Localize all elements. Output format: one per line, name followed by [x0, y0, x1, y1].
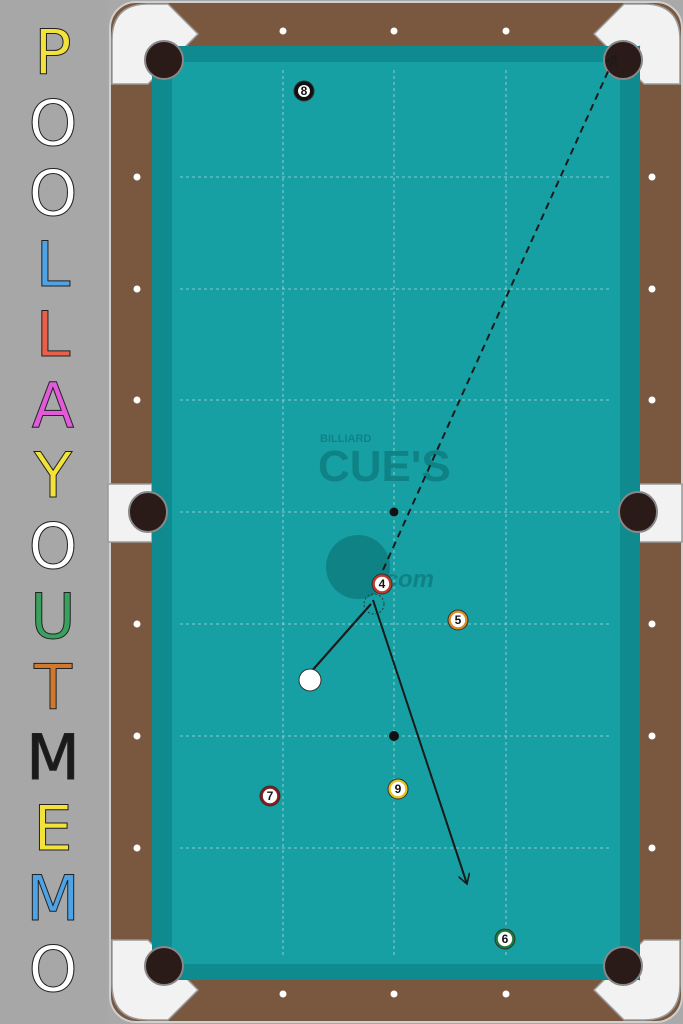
title-letter: O — [28, 932, 78, 1006]
cue-ball — [298, 668, 322, 692]
title-letter: O — [28, 86, 78, 160]
watermark-logo: BILLIARD CUE'S .com — [318, 433, 451, 599]
title-strip — [0, 0, 108, 1024]
title-letter: P — [34, 16, 72, 89]
title-letter: L — [35, 227, 71, 301]
object-ball-path — [382, 56, 615, 571]
title-letter: T — [34, 650, 73, 724]
ball-number: 6 — [502, 932, 509, 946]
title-letter: E — [33, 791, 73, 865]
pocket-middle-right — [618, 491, 658, 533]
pocket-bottom-right — [603, 946, 643, 986]
ball-7: 7 — [259, 785, 281, 807]
pockets — [128, 40, 658, 986]
title-letter: U — [30, 580, 76, 653]
title-letter: M — [26, 721, 81, 794]
pocket-top-left — [144, 40, 184, 80]
ball-number: 7 — [267, 789, 274, 803]
foot-spot — [389, 731, 399, 741]
ball-number: 8 — [301, 84, 308, 98]
pool-table: BILLIARD CUE'S .com 8 4 5 7 9 6 — [107, 1, 683, 1023]
cue-ball-path — [309, 603, 372, 674]
ball-number: 9 — [395, 782, 402, 796]
head-spot — [389, 507, 399, 517]
pocket-middle-left — [128, 491, 168, 533]
ball-number: 4 — [379, 577, 386, 591]
title-letter: O — [28, 157, 78, 230]
pocket-bottom-left — [144, 946, 184, 986]
ball-9: 9 — [387, 778, 409, 800]
title-letter: M — [26, 862, 81, 935]
ball-number: 5 — [455, 613, 462, 627]
cue-ball-deflection-path — [372, 599, 467, 884]
title-letter: O — [28, 509, 78, 583]
ghost-ball — [363, 593, 385, 615]
pocket-top-right — [603, 40, 643, 80]
watermark-billiard: BILLIARD — [320, 433, 371, 445]
title-letter: L — [35, 298, 71, 371]
ball-5: 5 — [447, 609, 469, 631]
balls-layer: 8 4 5 7 9 6 — [259, 80, 516, 950]
title-letter: Y — [34, 439, 73, 512]
ball-8: 8 — [293, 80, 315, 102]
rail-diamonds — [133, 27, 656, 998]
ball-4: 4 — [371, 573, 393, 595]
title-letter: A — [31, 368, 75, 442]
watermark-cues: CUE'S — [318, 442, 451, 491]
ball-6: 6 — [494, 928, 516, 950]
